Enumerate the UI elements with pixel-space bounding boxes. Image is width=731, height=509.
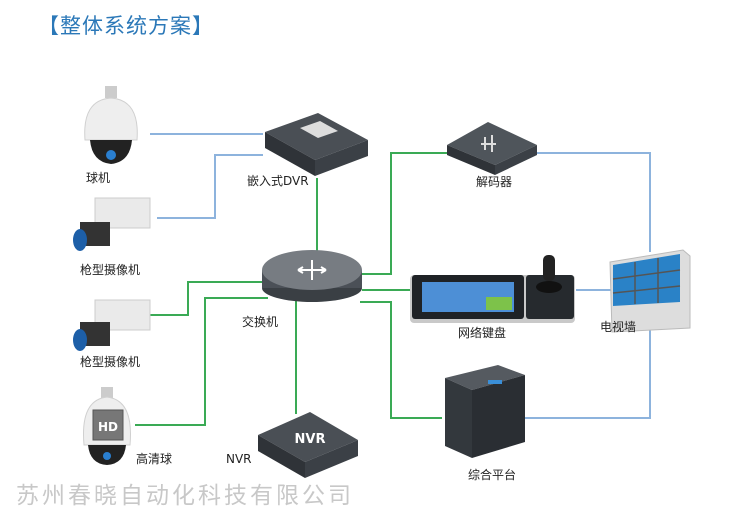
link-decoder-wall (537, 152, 651, 252)
link-switch-decoder (360, 152, 447, 275)
link-switch-platform (360, 301, 442, 419)
nvr-mark: NVR (295, 432, 326, 447)
decoder-icon (447, 122, 537, 175)
link-bullet1-dvr (157, 154, 263, 219)
link-bullet2-switch (150, 281, 263, 316)
bullet-camera-icon (73, 299, 151, 351)
label-keyboard: 网络键盘 (458, 326, 507, 340)
nvr-icon: NVR (258, 412, 358, 478)
platform-icon (445, 365, 525, 458)
switch-icon (262, 250, 362, 302)
link-platform-wall (525, 330, 651, 419)
ptz-camera-icon (84, 86, 138, 164)
label-ptz-camera: 球机 (86, 171, 111, 185)
label-switch: 交换机 (242, 315, 279, 329)
label-hd-dome: 高清球 (136, 452, 173, 466)
watermark: 苏州春晓自动化科技有限公司 (16, 483, 354, 509)
keyboard-icon (410, 255, 575, 323)
label-nvr: NVR (226, 452, 252, 466)
label-decoder: 解码器 (476, 175, 513, 189)
label-dvr: 嵌入式DVR (247, 174, 309, 188)
page-title: 【整体系统方案】 (38, 14, 214, 38)
bullet-camera-icon (73, 197, 151, 251)
link-hd-switch (135, 297, 268, 426)
dvr-icon (265, 113, 368, 176)
hd-dome-icon: HD (82, 387, 132, 465)
label-bullet-camera-1: 枪型摄像机 (80, 263, 141, 277)
video-wall-icon (609, 249, 691, 333)
label-platform: 综合平台 (468, 468, 517, 482)
label-bullet-camera-2: 枪型摄像机 (80, 355, 141, 369)
hd-mark: HD (98, 420, 118, 434)
label-video-wall: 电视墙 (600, 320, 637, 334)
